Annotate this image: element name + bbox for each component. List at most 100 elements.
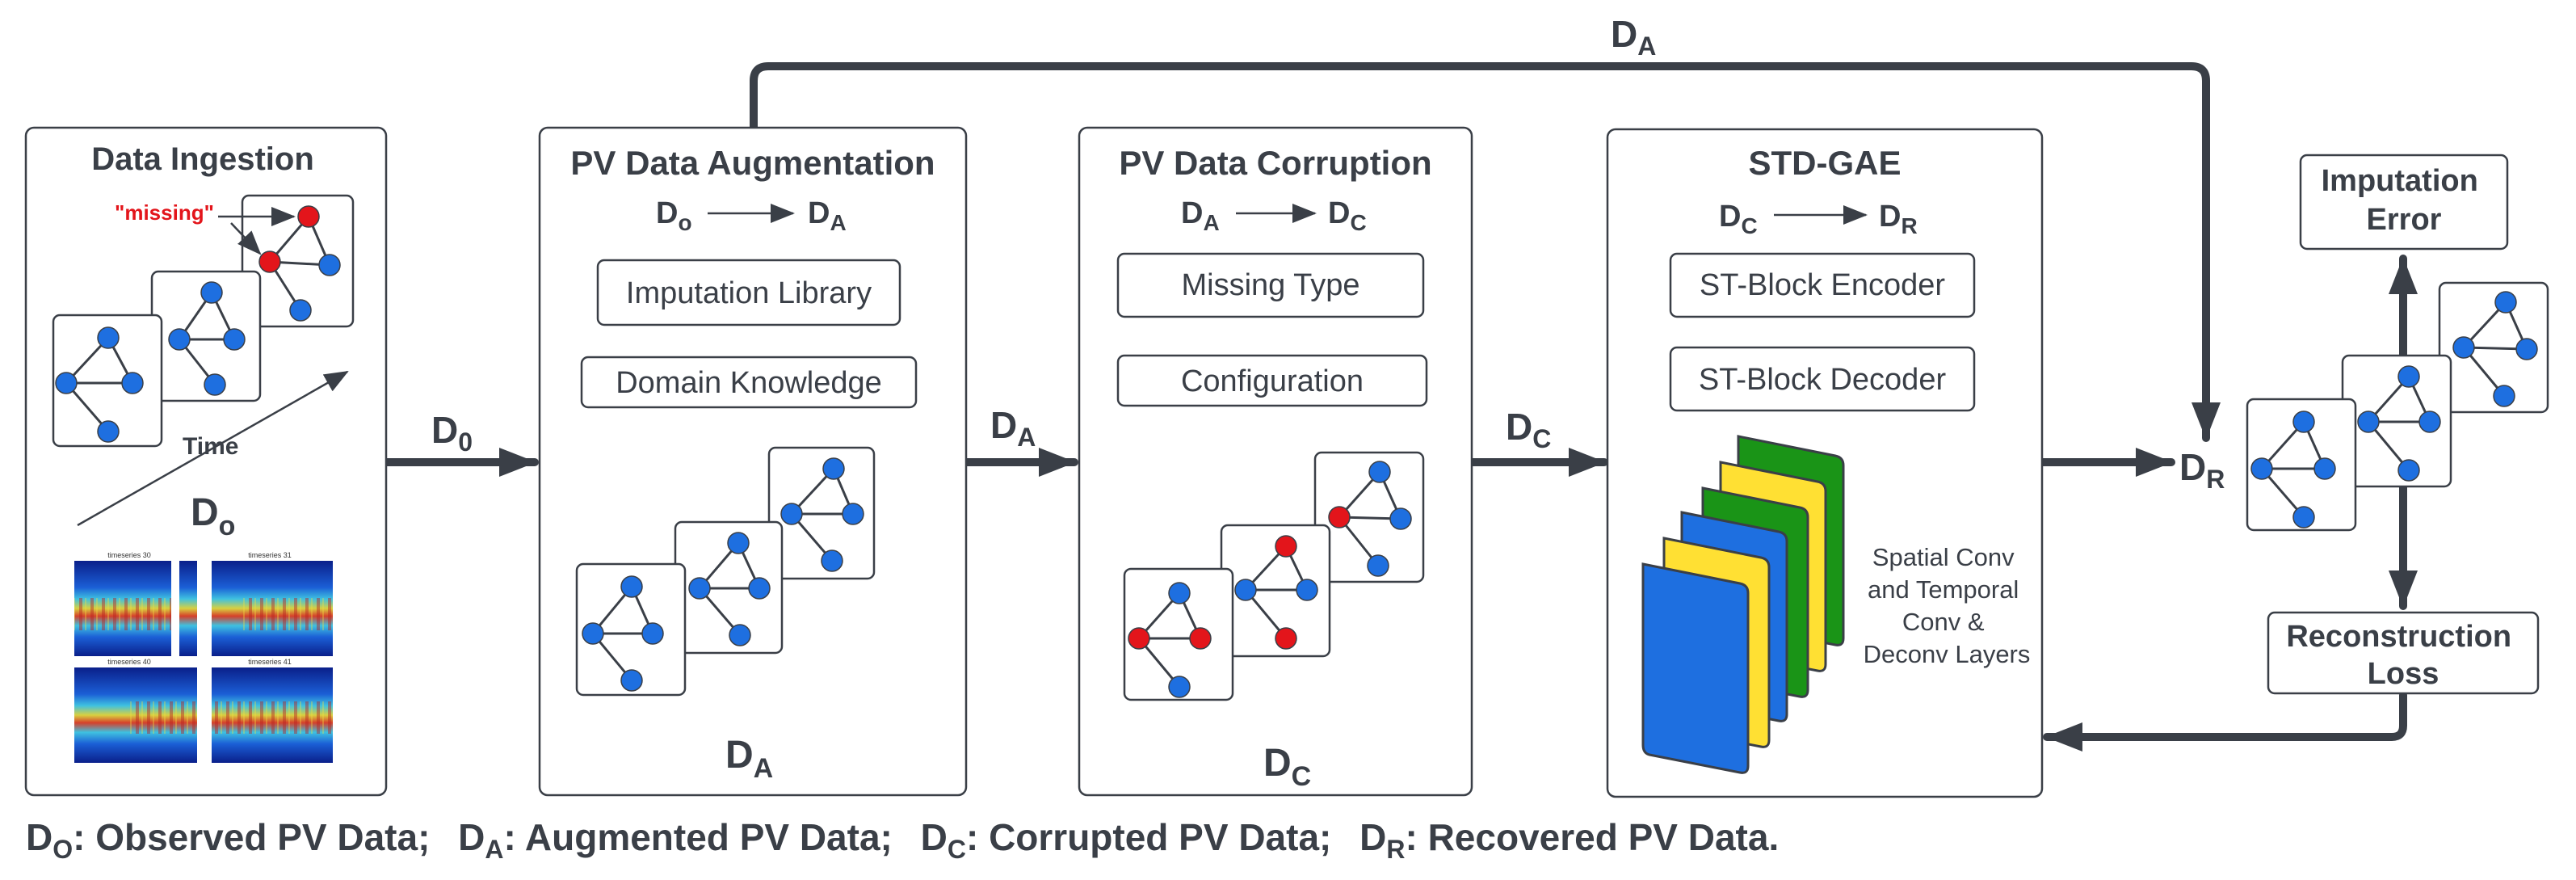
graph-node <box>121 372 144 394</box>
flow-label-dc: DC <box>1506 406 1551 453</box>
graph-node <box>1367 554 1389 577</box>
graph-node <box>2493 385 2515 407</box>
graph-node <box>2250 457 2273 480</box>
graph-snapshot-card <box>52 314 163 448</box>
option-domain-knowledge: Domain Knowledge <box>580 356 918 409</box>
graph-node <box>97 420 120 443</box>
svg-text:ST-Block Decoder: ST-Block Decoder <box>1699 363 1947 397</box>
graph-node <box>2452 336 2475 359</box>
graph-snapshot-card <box>2246 398 2357 532</box>
graph-node-missing <box>297 205 320 228</box>
stage-title: PV Data Augmentation <box>570 144 935 182</box>
graph-node-missing <box>1275 627 1297 650</box>
flow-label-da: DA <box>990 404 1036 452</box>
stage-output-label: DC <box>1263 742 1311 792</box>
legend-item-corrupted: D <box>921 816 948 858</box>
graph-node <box>780 503 803 525</box>
graph-node <box>2494 291 2517 314</box>
svg-text:timeseries 30: timeseries 30 <box>107 551 151 559</box>
svg-text:Imputation Error: Imputation Error <box>2322 164 2487 237</box>
svg-text:Configuration: Configuration <box>1181 364 1364 398</box>
graph-node-missing <box>258 251 281 273</box>
graph-snapshot-card <box>2341 354 2452 488</box>
observed-data-label: Do <box>191 491 235 541</box>
graph-snapshot-card <box>674 520 784 655</box>
graph-node <box>318 254 341 276</box>
svg-text:Missing Type: Missing Type <box>1181 268 1359 302</box>
graph-node <box>2292 506 2315 528</box>
graph-node <box>2397 459 2420 482</box>
graph-node-missing <box>1328 506 1351 528</box>
flow-label-top-da: DA <box>1611 13 1656 61</box>
graph-node <box>2292 411 2315 433</box>
graph-node <box>200 281 223 304</box>
graph-node <box>620 669 643 692</box>
time-label: Time <box>183 433 238 460</box>
st-block-decoder: ST-Block Decoder <box>1669 346 1976 412</box>
stage-title: STD-GAE <box>1749 144 1902 182</box>
graph-node <box>729 624 751 646</box>
graph-node <box>1234 579 1257 601</box>
graph-node <box>641 622 664 645</box>
graph-node <box>748 577 771 600</box>
graph-snapshot-card <box>575 562 687 697</box>
transform-to-label: DA <box>808 196 847 235</box>
flow-arrows <box>382 62 2418 752</box>
graph-snapshot-card <box>1123 567 1234 701</box>
graph-node-missing <box>1128 627 1150 650</box>
legend-line: DO: Observed PV Data; DA: Augmented PV D… <box>26 816 1779 864</box>
graph-snapshot-card <box>1220 524 1331 658</box>
graph-node <box>727 532 750 554</box>
option-configuration: Configuration <box>1116 354 1428 407</box>
transform-from-label: DC <box>1719 200 1758 238</box>
flow-label-d0: D0 <box>431 409 473 457</box>
missing-label: "missing" <box>115 200 214 225</box>
option-imputation-library: Imputation Library <box>596 259 901 326</box>
graph-node <box>97 326 120 349</box>
graph-node <box>620 575 643 598</box>
arrow-augmented-bypass <box>750 62 2221 442</box>
graph-node-missing <box>1275 535 1297 558</box>
stage-title: PV Data Corruption <box>1119 144 1431 182</box>
graph-node <box>1389 507 1412 530</box>
heatmap-panel: timeseries 40 <box>74 658 197 763</box>
svg-text:timeseries 31: timeseries 31 <box>248 551 292 559</box>
transform-to-label: DR <box>1879 200 1918 238</box>
graph-node <box>842 503 864 525</box>
graph-snapshot-card <box>1313 451 1425 583</box>
conv-layer-stack <box>1641 435 1845 774</box>
graph-node <box>1168 676 1191 698</box>
missing-pointer-arrow <box>230 222 262 255</box>
graph-snapshot-card <box>767 446 876 580</box>
graph-node <box>2397 365 2420 388</box>
graph-snapshot-card <box>150 270 262 402</box>
stage-data-ingestion: Data Ingestion <box>24 126 388 797</box>
graph-node <box>2515 338 2538 360</box>
graph-node <box>55 372 78 394</box>
graph-snapshot-card <box>2438 281 2549 414</box>
stage-output-label: DA <box>725 734 773 784</box>
stage-augmentation: PV Data Augmentation Do DA Imputation Li… <box>538 126 968 797</box>
option-missing-type: Missing Type <box>1116 252 1425 318</box>
graph-node <box>2357 411 2380 433</box>
timeseries-heatmaps: timeseries 30 timeseries 31 timeseries 4… <box>74 551 333 763</box>
svg-text:timeseries 41: timeseries 41 <box>248 658 292 666</box>
reconstruction-loss-box: Reconstruction Loss <box>2267 611 2540 695</box>
stage-title: Data Ingestion <box>91 141 314 177</box>
time-axis-arrow <box>77 370 349 527</box>
transform-from-label: DA <box>1181 196 1220 235</box>
svg-text:timeseries 40: timeseries 40 <box>107 658 151 666</box>
svg-text:Domain Knowledge: Domain Knowledge <box>616 366 882 400</box>
graph-node <box>2313 457 2336 480</box>
st-block-encoder: ST-Block Encoder <box>1669 252 1976 318</box>
flow-label-dr: DR <box>2179 446 2225 494</box>
heatmap-panel: timeseries 31 <box>212 551 333 656</box>
svg-text:Imputation Library: Imputation Library <box>626 276 872 310</box>
graph-node <box>1368 461 1391 483</box>
stage-std-gae: STD-GAE DC DR ST-Block Encoder ST-Block … <box>1606 128 2044 798</box>
transform-from-label: Do <box>656 196 692 235</box>
legend-item-observed: D <box>26 816 53 858</box>
graph-node <box>168 328 191 351</box>
graph-node <box>2418 411 2441 433</box>
